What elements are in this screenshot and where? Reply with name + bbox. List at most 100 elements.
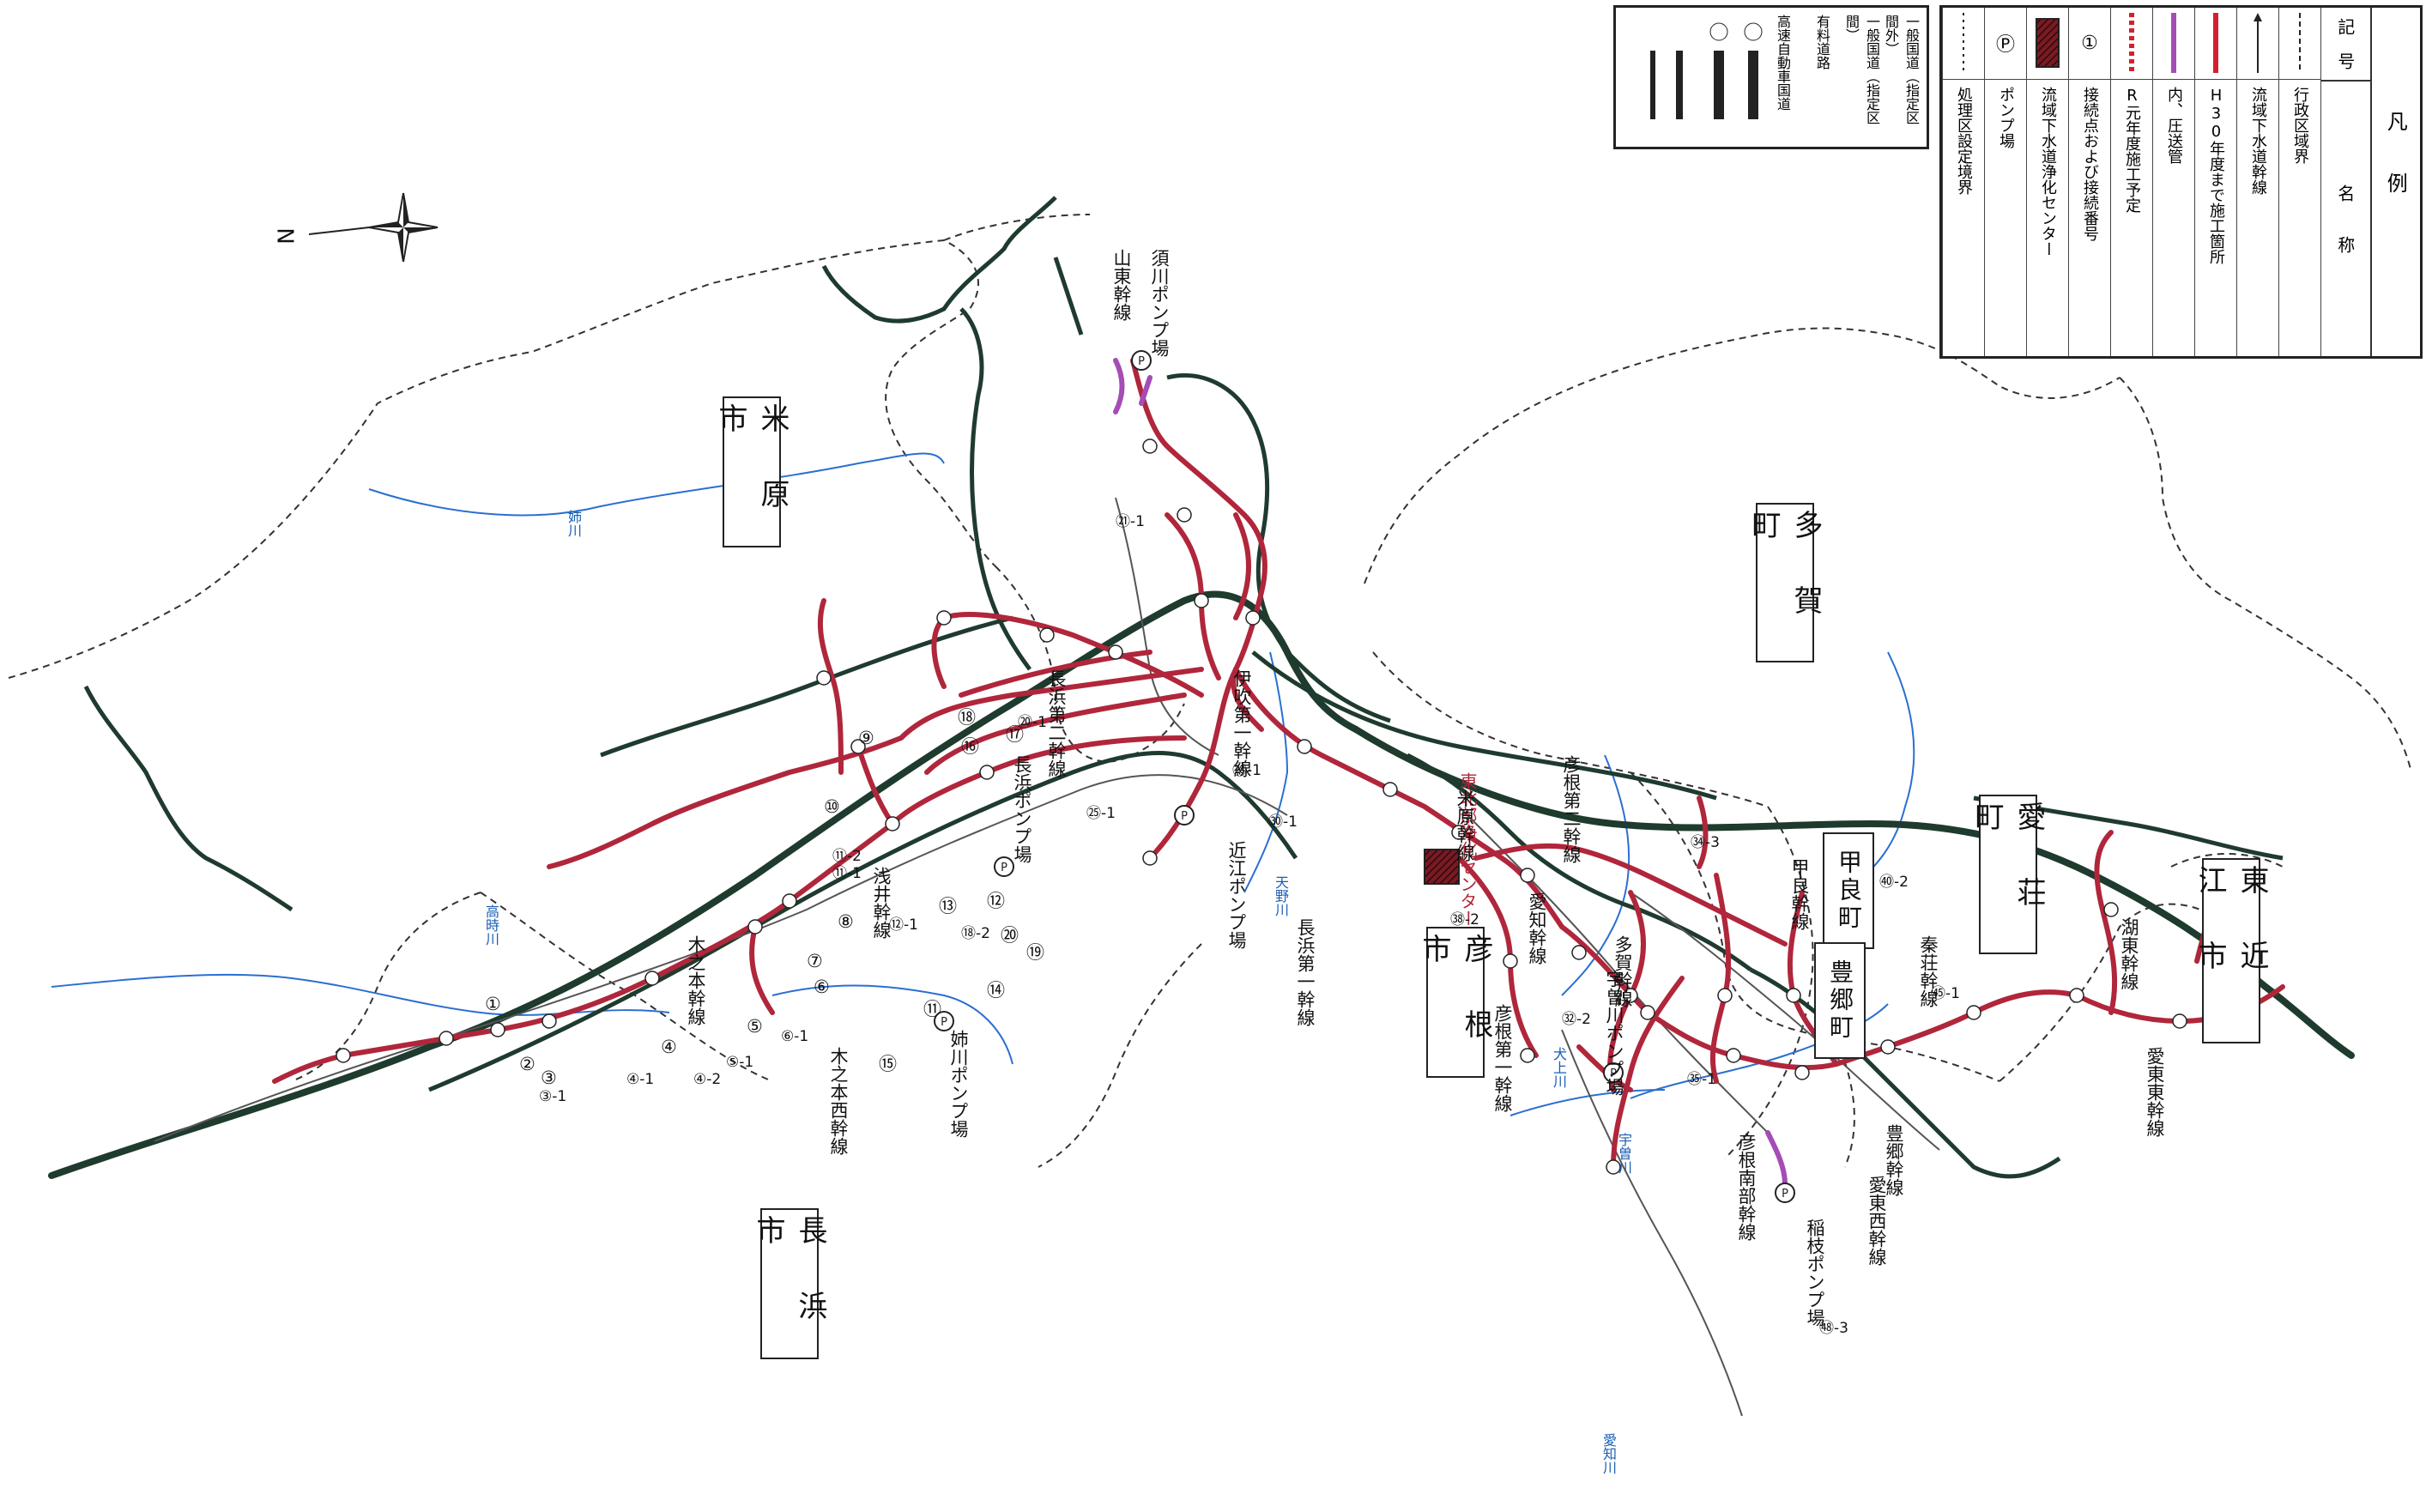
road-legend-item: 有料道路 [1814,15,1830,70]
dashed-line-icon [2279,8,2320,80]
node-id-label: ㉕-1 [1086,805,1116,822]
node-id-label: ㉜-2 [1562,1011,1591,1028]
hatched-box-icon [2027,8,2068,80]
road-legend-item: 一般国道（指定区間外） [1883,15,1920,124]
river-label: 高時川 [483,904,499,946]
legend-item-name: 流域下水道幹線 [2249,86,2267,195]
outer-boundary [83,196,1084,912]
legend-item-name: 行政区域界 [2291,86,2309,164]
road-legend: 一般国道（指定区間外） 一般国道（指定区間） 有料道路 高速自動車国道 [1613,5,1929,149]
node-label: ⑰ [1006,724,1024,745]
node-id-label: ⑤-1 [726,1054,754,1071]
node-id-label: ㊵-2 [1879,874,1909,891]
compass-north-label: N [274,227,300,245]
node-id-label: ㊺-1 [1931,985,1960,1002]
svg-text:P: P [1181,810,1188,823]
arrow-line-icon [2237,8,2278,80]
municipality-taga: 多 賀 町 [1746,503,1823,662]
river-label: 愛知川 [1600,1433,1617,1474]
node-label: ⑪ [923,999,941,1019]
pump-station-label: 宇曽川ポンプ場 [1604,970,1624,1096]
node-id-label: ⑪-2 [832,848,862,865]
node-label: ⑱ [958,707,976,728]
trunk-line-label: 彦根第二幹線 [1561,755,1582,863]
legend-item-name: H30年度まで施工箇所 [2207,86,2225,264]
municipality-higashiomi: 東 近 江 市 [2193,858,2269,1043]
svg-text:P: P [1001,862,1007,874]
road-legend-symbols [1650,22,1763,119]
red-dotted-line-icon [2111,8,2152,80]
pump-station-label: 近江ポンプ場 [1226,841,1247,949]
red-line-icon [2195,8,2236,80]
svg-text:P: P [1138,355,1145,368]
node-label: ④ [661,1037,677,1057]
node-id-label: ③-1 [539,1088,567,1105]
pump-station-label: 稲枝ポンプ場 [1805,1219,1825,1327]
node-label: ⑧ [838,911,854,932]
node-id-label: ⑥-1 [781,1028,809,1045]
trunk-line-label: 愛知幹線 [1527,892,1547,965]
node-label: ⑲ [1026,942,1044,963]
rivers [51,452,1915,1116]
node-label: ② [519,1054,535,1074]
trunk-line-label: 長浜第一幹線 [1295,918,1316,1026]
river-label: 姉川 [566,510,582,537]
national-road-double-icon [1744,22,1763,41]
legend-item-name: R元年度施工予定 [2123,86,2141,213]
national-road [428,307,2284,1179]
node-label: ⑨ [858,728,874,748]
national-road-icon [1709,22,1728,41]
expressway-icon [1650,51,1683,119]
node-label: ⑩ [824,796,840,817]
pressure-pipes [1113,358,1788,1187]
toll-road-icon [1714,51,1758,119]
legend-title: 凡 例 [2383,111,2408,193]
trunk-line-label: 浅井幹線 [871,867,892,939]
pump-station-label: 須川ポンプ場 [1149,249,1170,357]
pump-station-icon: Ⓟ [1995,34,2015,57]
trunk-line-label: 伊吹第一幹線 [1231,669,1252,777]
node-label: ⑭ [987,980,1005,1001]
municipality-aisho: 愛 荘 町 [1969,795,2046,954]
trunk-line-label: 彦根第一幹線 [1492,1004,1513,1112]
node-id-label: ④-2 [693,1071,722,1088]
trunk-line-label: 長浜第二幹線 [1046,669,1067,777]
connection-point-icon: ① [2081,32,2098,54]
compass-rose-icon [308,192,439,263]
trunk-line-label: 多賀幹線 [1612,935,1633,1007]
svg-text:P: P [1782,1188,1788,1201]
river-label: 天野川 [1273,875,1289,916]
river-label: 犬上川 [1551,1047,1567,1088]
treatment-center-label: 東北部浄化センター [1457,772,1478,927]
node-label: ⑮ [879,1054,897,1074]
treatment-center-icon [1424,849,1460,885]
municipality-toyosato: 豊郷町 [1814,942,1866,1059]
road-legend-item: 一般国道（指定区間） [1843,15,1880,124]
legend-item-name: 接続点および接続番号 [2081,86,2099,241]
node-label: ⑬ [939,896,957,916]
trunk-line-label: 木之本幹線 [686,935,706,1025]
municipality-maibara: 米 原 市 [713,396,790,554]
legend-item-name: 流域下水道浄化センター [2039,86,2057,257]
node-id-label: ㉟-1 [1687,1071,1716,1088]
trunk-line-label: 米原幹線 [1455,789,1475,862]
node-id-label: ㉘-1 [1232,762,1261,779]
municipality-hikone: 彦 根 市 [1417,927,1493,1085]
connection-points [336,438,2256,1175]
svg-text:P: P [1610,1067,1617,1080]
trunk-line-label: 湖東幹線 [2119,918,2139,990]
trunk-line-label: 愛東東幹線 [2145,1047,2165,1137]
node-id-label: ㊳-2 [1450,911,1479,928]
pump-station-icons: P P P P P P [934,350,1795,1203]
municipality-kora: 甲良町 [1823,832,1874,949]
trunk-line-label: 甲良幹線 [1789,858,1810,930]
road-legend-item: 高速自動車国道 [1775,15,1791,111]
trunk-sewer-lines [272,358,2285,1170]
node-id-label: ⑪-1 [832,865,862,882]
legend-item-name: ポンプ場 [1997,86,2015,148]
river-label: 宇曽川 [1616,1133,1632,1174]
administrative-boundary [8,214,2412,1168]
legend-col-symbol: 記 号 [2334,17,2356,70]
node-label: ① [485,994,501,1014]
